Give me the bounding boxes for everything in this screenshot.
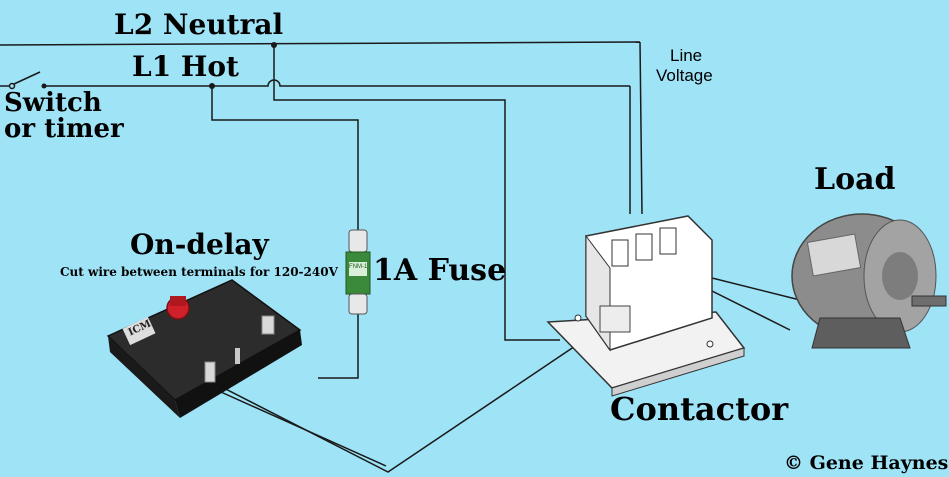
hot-to-fuse-wire <box>211 86 359 230</box>
timer-switch-label: or timer <box>4 114 124 144</box>
load-label: Load <box>814 162 896 197</box>
junction-dot <box>271 42 277 48</box>
line-voltage-label: Line <box>670 46 703 65</box>
voltage-label: Voltage <box>656 66 713 85</box>
contactor-label: Contactor <box>610 390 789 428</box>
junctions <box>209 42 277 89</box>
fuse-label: 1A Fuse <box>373 253 507 288</box>
on-delay-note: Cut wire between terminals for 120-240V <box>60 265 338 279</box>
neutral-to-coil-wire <box>273 45 560 341</box>
junction-dot <box>209 83 215 89</box>
cartridge-fuse-icon <box>345 229 371 315</box>
electric-motor-icon <box>791 213 947 349</box>
timer-relay-icon <box>106 279 302 418</box>
fuse-marking-text: FNM-1 <box>349 264 368 270</box>
l2-neutral-label: L2 Neutral <box>114 8 284 41</box>
timer-to-contactor-wire <box>211 331 597 473</box>
fuse-to-timer-wire <box>318 314 359 379</box>
switch-icon <box>8 71 47 90</box>
neutral-to-contactor-wire <box>639 41 643 215</box>
switch-label: Switch <box>4 88 102 118</box>
l2-neutral-wire <box>0 41 641 46</box>
on-delay-label: On-delay <box>130 228 269 261</box>
timer-output-wire <box>211 387 387 467</box>
copyright-label: © Gene Haynes <box>784 452 949 474</box>
contactor-icon <box>546 215 746 397</box>
l1-hot-label: L1 Hot <box>132 50 239 83</box>
